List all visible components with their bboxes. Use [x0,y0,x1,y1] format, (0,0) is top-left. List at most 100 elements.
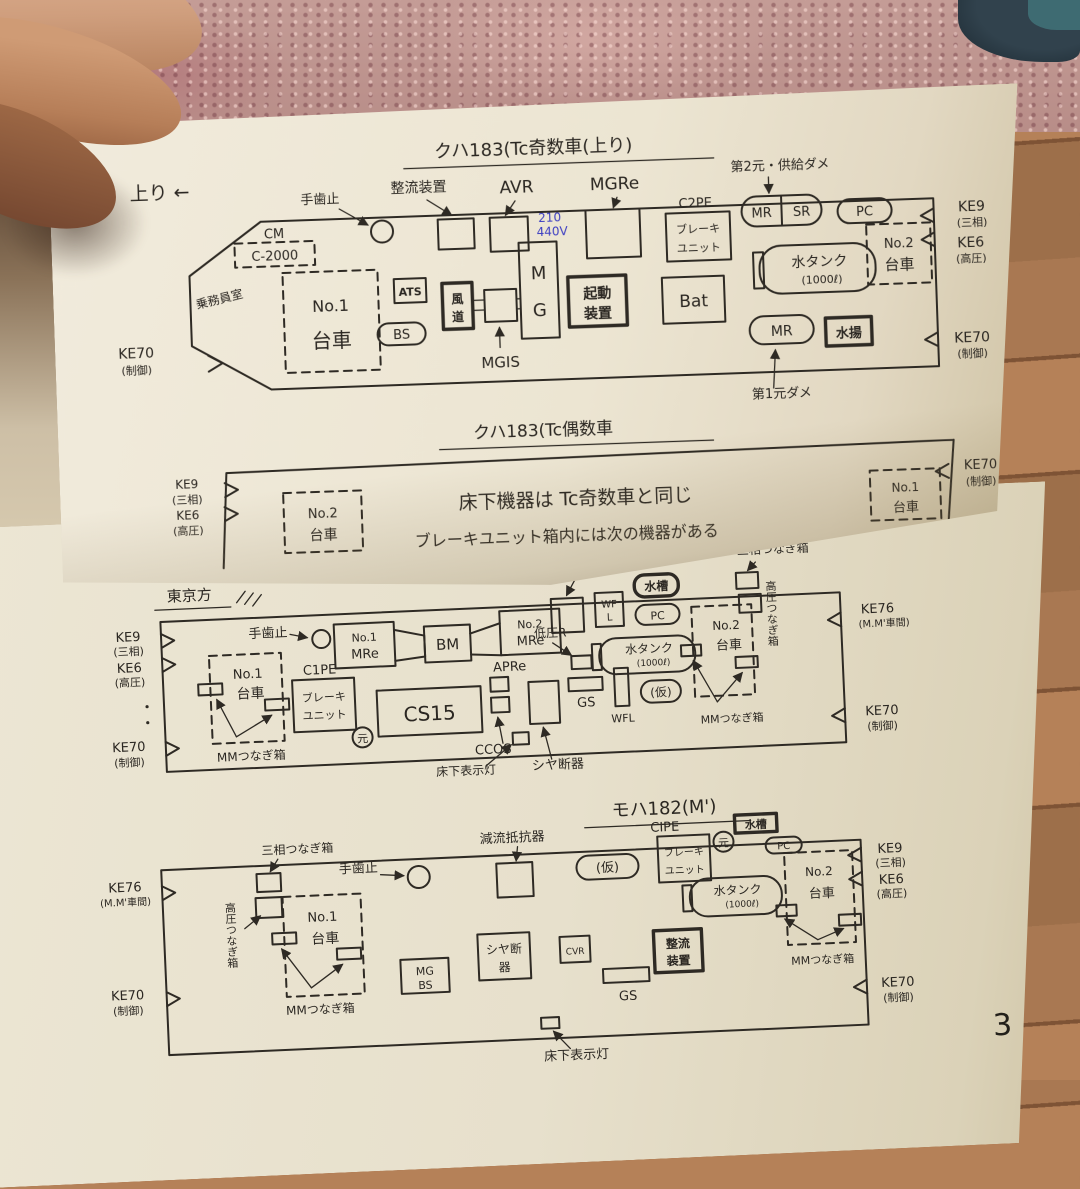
svg-text:No.1: No.1 [351,631,377,645]
svg-text:ブレーキ: ブレーキ [664,845,705,860]
svg-text:WFL: WFL [611,711,636,725]
svg-text:PC: PC [856,204,873,220]
svg-text:装置: 装置 [665,952,691,968]
svg-text:(制御): (制御) [867,718,898,733]
svg-text:道: 道 [452,309,465,324]
svg-text:(1000ℓ): (1000ℓ) [637,658,671,669]
current-resistor-label: 減流抵抗器 [479,828,545,847]
svg-text:KE6: KE6 [878,872,904,888]
top-page-diagrams: クハ183(Tc奇数車(上り) 上り ← KE9 (三相) KE6 (高圧) K… [62,96,1017,589]
kuha183-odd-title: クハ183(Tc奇数車(上り) [434,135,633,163]
even-bogie2: No.2 台車 [283,490,363,553]
svg-text:KE6: KE6 [957,235,985,252]
svg-text:(1000ℓ): (1000ℓ) [725,899,759,910]
moha183-car-outline [160,592,846,772]
avr-label: AVR [499,177,534,198]
svg-text:KE70: KE70 [118,346,154,363]
moha183-bogie2: No.2 台車 MMつなぎ箱 [679,604,764,727]
rectifier-label: 整流装置 [390,179,447,197]
mm-junction-box-label: MMつなぎ箱 [217,747,286,765]
svg-text:MRe: MRe [516,633,544,649]
kuha183-bogie2: No.2 台車 [866,222,932,284]
moha182-diagram: モハ182(M') KE76 (M.M'車間) KE70 (制御) KE9 (三… [97,788,918,1084]
moha182-car-outline [161,840,868,1055]
svg-text:KE6: KE6 [176,508,200,523]
floor-lamp-label: 床下表示灯 [436,763,497,780]
carpet-teal-pattern [1028,0,1080,30]
svg-text:No.1: No.1 [891,480,919,495]
svg-text:ユニット: ユニット [302,708,347,723]
mg-box: M [530,263,546,285]
air-duct-box: 風 [451,292,463,306]
ke70-label: KE70 [112,740,146,756]
svg-text:No.2: No.2 [884,236,914,252]
mgis-label: MGIS [481,353,520,372]
svg-text:KE70: KE70 [865,703,899,719]
svg-text:(高圧): (高圧) [876,886,907,901]
svg-text:(三相): (三相) [113,645,144,659]
kuha183-water-tank: 水タンク (1000ℓ) [753,242,877,294]
svg-text:台車: 台車 [893,500,920,516]
water-gauge-label: 水槽 [644,578,669,594]
bottom-book-page[interactable]: モハ183(M) 東京方 KE9 (三相) KE6 (高圧) KE70 (制御)… [0,481,1074,1188]
svg-text:C1PE: C1PE [303,662,337,678]
svg-text:元: 元 [357,732,369,745]
brake-unit-box: ブレーキ [676,221,720,237]
svg-text:C-2000: C-2000 [251,248,298,265]
svg-text:(三相): (三相) [957,215,988,229]
svg-text:台車: 台車 [236,685,265,703]
svg-text:KE70: KE70 [954,329,990,346]
svg-text:台車: 台車 [311,930,340,948]
svg-text:ユニット: ユニット [677,241,721,256]
starter-box: 起動 [582,285,612,303]
svg-text:(高圧): (高圧) [114,675,145,690]
moha182-brake-unit: CIPE ブレーキ ユニット 元 [650,817,735,883]
svg-text:PC: PC [777,841,790,853]
svg-text:APRe: APRe [493,659,527,675]
svg-text:(1000ℓ): (1000ℓ) [801,272,843,286]
svg-text:PC: PC [650,609,665,623]
wheel-chock-label: 手歯止 [248,626,288,643]
even-note1: 床下機器は Tc奇数車と同じ [458,484,693,514]
svg-text:KE70: KE70 [964,457,998,473]
svg-text:(高圧): (高圧) [173,523,204,538]
reservoir1-label: 第1元ダメ [752,386,812,403]
svg-text:台車: 台車 [309,526,338,544]
breaker-label: シヤ断器 [532,757,585,774]
even-bogie1: No.1 台車 [870,468,942,520]
svg-text:(制御): (制御) [121,363,152,378]
svg-text:No.2: No.2 [712,618,740,633]
three-phase-box-label: 三相つなぎ箱 [261,840,334,858]
moha183-water-tank: 水タンク (1000ℓ) [592,635,696,675]
svg-text:MRe: MRe [351,647,379,663]
svg-text:(高圧): (高圧) [956,250,987,265]
high-voltage-box-label: 高圧つなぎ箱 [223,901,239,970]
svg-text:BS: BS [418,979,433,993]
even-note2: ブレーキユニット箱内には次の機器がある [415,521,719,551]
mm-junction-box-label: MMつなぎ箱 [286,1000,355,1018]
top-book-page-lifted[interactable]: クハ183(Tc奇数車(上り) 上り ← KE9 (三相) KE6 (高圧) K… [47,83,1038,602]
tokyo-direction-label: 東京方 [166,586,212,606]
svg-text:CIPE: CIPE [650,820,680,836]
spare-label: (仮) [596,860,620,876]
svg-text:G: G [533,300,548,321]
water-gauge-label: 水槽 [744,817,767,832]
svg-text:BM: BM [436,635,460,654]
svg-text:SR: SR [793,205,811,221]
compressor-label: CM [264,227,285,243]
cs15-box: CS15 [403,700,456,726]
kuha183-even-title: クハ183(Tc偶数車 [473,419,614,444]
page-number: 3 [992,1007,1013,1044]
svg-text:MMつなぎ箱: MMつなぎ箱 [700,710,764,727]
svg-text:(制御): (制御) [113,1003,144,1018]
ke9-label: KE9 [115,630,141,646]
kuha183-car-outline [188,198,939,392]
svg-text:440V: 440V [536,224,568,239]
svg-text:水タンク: 水タンク [791,253,848,271]
cab-label: 乗務員室 [194,286,244,312]
svg-text:KE76: KE76 [108,880,142,896]
svg-text:元: 元 [718,836,730,849]
ats-box: ATS [398,285,422,299]
svg-text:(制御): (制御) [966,473,997,488]
spare-label: (仮) [650,685,672,700]
